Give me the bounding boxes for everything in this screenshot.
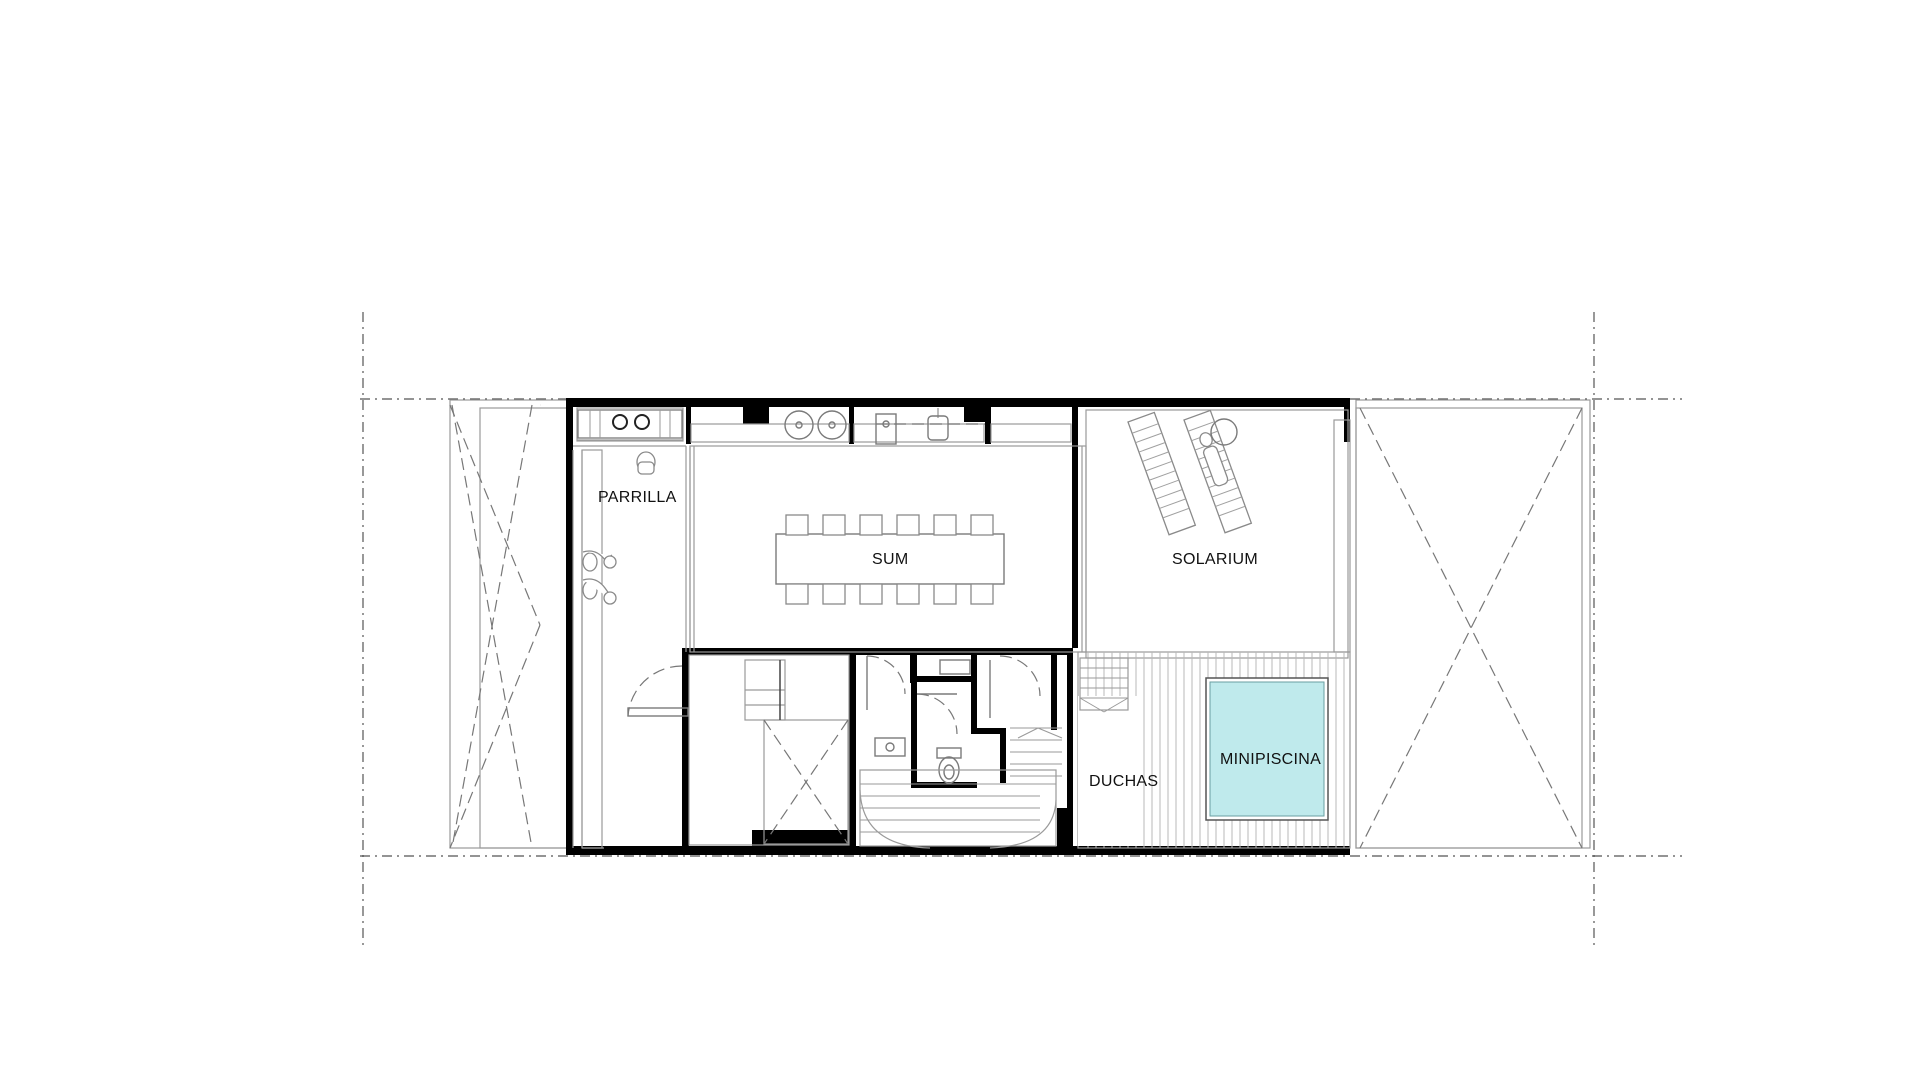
sum-room (689, 445, 1087, 653)
sink-icon (875, 408, 985, 445)
pool-icon (1205, 677, 1329, 821)
elevator-shaft (688, 654, 850, 846)
room-label-solarium: SOLARIUM (1172, 551, 1258, 568)
stair-icon (859, 727, 1063, 849)
person-figure-icon (582, 451, 656, 605)
room-label-duchas: DUCHAS (1089, 773, 1158, 790)
grill-icon (577, 409, 683, 439)
room-label-minipiscina: MINIPISCINA (1220, 751, 1321, 768)
dining-table-icon (775, 514, 1005, 605)
room-label-sum: SUM (872, 551, 908, 568)
door-swing-icon (627, 655, 1041, 735)
sun-lounger-icon (1127, 409, 1253, 536)
right-void (1355, 399, 1591, 849)
room-label-parrilla: PARRILLA (598, 489, 677, 506)
left-void (449, 399, 569, 849)
interior-walls (682, 404, 1078, 855)
washer-icon (784, 410, 847, 440)
parrilla-area (572, 445, 691, 849)
